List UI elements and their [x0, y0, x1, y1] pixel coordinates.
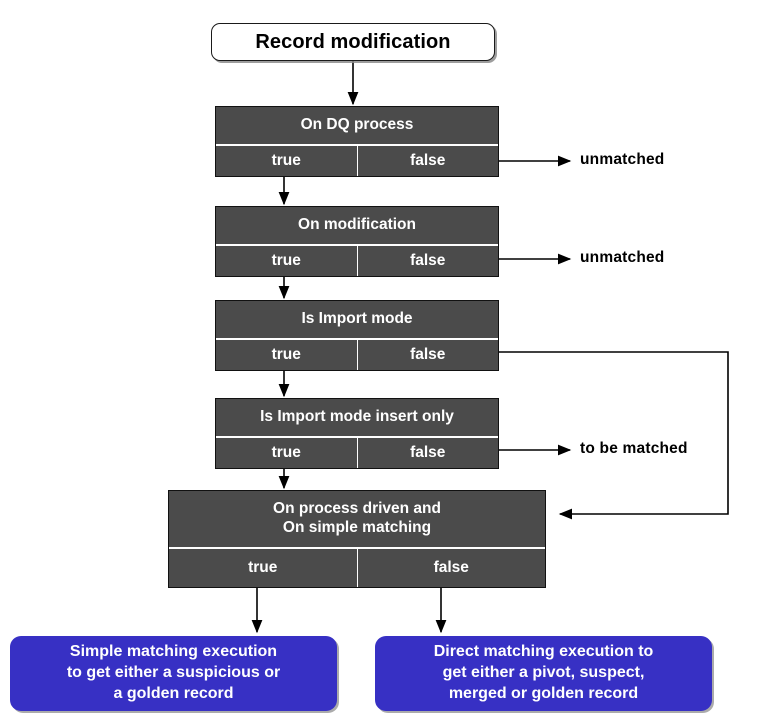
- decision-title: Is Import mode insert only: [216, 399, 498, 438]
- terminal-label-to-be-matched: to be matched: [580, 440, 688, 457]
- decision-branch-row: true false: [216, 246, 498, 276]
- outcome-line-2: to get either a suspicious or: [66, 664, 281, 682]
- decision-title: Is Import mode: [216, 301, 498, 340]
- branch-true-on-process-driven[interactable]: true: [169, 549, 358, 587]
- decision-node-on-modification[interactable]: On modification true false: [215, 206, 499, 277]
- decision-branch-row: true false: [216, 438, 498, 468]
- outcome-line-3: a golden record: [113, 684, 234, 702]
- branch-false-is-import-mode[interactable]: false: [410, 346, 446, 363]
- branch-false-on-modification[interactable]: false: [410, 252, 446, 269]
- terminal-label-unmatched-modification: unmatched: [580, 249, 665, 266]
- start-node-record-modification[interactable]: Record modification: [211, 23, 495, 61]
- decision-branch-row: true false: [169, 549, 545, 587]
- terminal-label-unmatched-dq: unmatched: [580, 151, 665, 168]
- decision-node-on-dq-process[interactable]: On DQ process true false: [215, 106, 499, 177]
- outcome-text: Direct matching execution to get either …: [434, 642, 654, 704]
- decision-node-is-import-mode[interactable]: Is Import mode true false: [215, 300, 499, 371]
- branch-true-is-import-mode-insert-only[interactable]: true: [216, 438, 358, 468]
- decision-node-is-import-mode-insert-only[interactable]: Is Import mode insert only true false: [215, 398, 499, 469]
- branch-false-is-import-mode-insert-only[interactable]: false: [410, 444, 446, 461]
- decision-title: On process driven and On simple matching: [169, 491, 545, 549]
- decision-branch-row: true false: [216, 146, 498, 176]
- outcome-node-simple-matching-execution[interactable]: Simple matching execution to get either …: [10, 636, 337, 711]
- outcome-line-1: Simple matching execution: [69, 643, 278, 661]
- decision-node-on-process-driven-and-on-simple-matching[interactable]: On process driven and On simple matching…: [168, 490, 546, 588]
- branch-false-on-dq-process[interactable]: false: [410, 152, 446, 169]
- branch-true-on-dq-process[interactable]: true: [216, 146, 358, 176]
- decision-title-line-2: On simple matching: [282, 518, 432, 536]
- branch-true-is-import-mode[interactable]: true: [216, 340, 358, 370]
- decision-title: On DQ process: [216, 107, 498, 146]
- branch-true-on-modification[interactable]: true: [216, 246, 358, 276]
- decision-branch-row: true false: [216, 340, 498, 370]
- outcome-line-2: get either a pivot, suspect,: [442, 664, 645, 682]
- outcome-line-3: merged or golden record: [448, 684, 639, 702]
- outcome-line-1: Direct matching execution to: [433, 643, 654, 661]
- decision-title-line-1: On process driven and: [273, 500, 441, 518]
- decision-title: On modification: [216, 207, 498, 246]
- outcome-node-direct-matching-execution[interactable]: Direct matching execution to get either …: [375, 636, 712, 711]
- branch-false-on-process-driven[interactable]: false: [433, 559, 469, 576]
- outcome-text: Simple matching execution to get either …: [67, 642, 280, 704]
- start-node-label: Record modification: [255, 30, 451, 53]
